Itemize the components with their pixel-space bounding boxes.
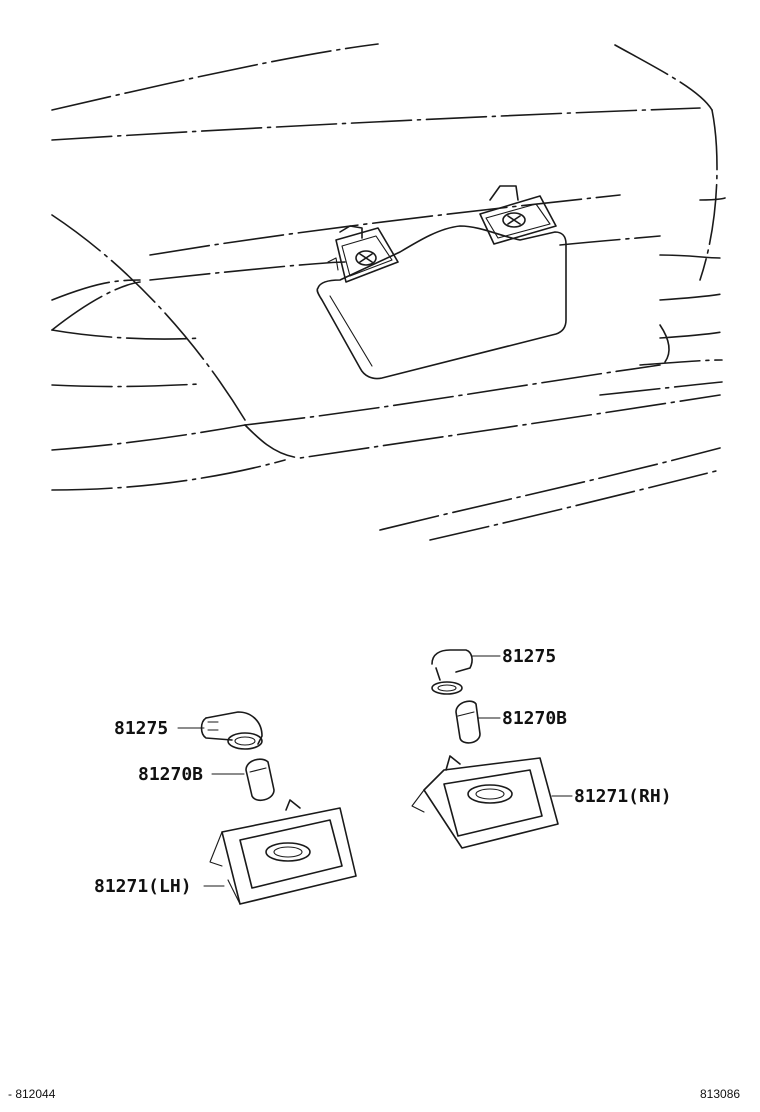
rh-lamp-housing[interactable] bbox=[411, 755, 559, 849]
label-81270b-lh: 81270B bbox=[138, 764, 203, 785]
footer-code-left: - 812044 bbox=[8, 1087, 56, 1101]
rh-lamp-assembly: 81275 81270B 81271(RH) bbox=[411, 646, 672, 849]
lh-lamp-assembly: 81275 81270B 81271(LH) bbox=[94, 711, 357, 905]
rh-socket[interactable] bbox=[431, 649, 473, 695]
car-rear-illustration bbox=[51, 43, 726, 541]
lh-socket[interactable] bbox=[200, 711, 263, 750]
label-81271-lh: 81271(LH) bbox=[94, 876, 192, 897]
lh-lamp-housing[interactable] bbox=[209, 799, 357, 905]
label-81271-rh: 81271(RH) bbox=[574, 786, 672, 807]
label-81275-rh: 81275 bbox=[502, 646, 556, 667]
footer-code-right: 813086 bbox=[700, 1087, 740, 1101]
rh-bulb[interactable] bbox=[455, 700, 481, 744]
lh-bulb[interactable] bbox=[245, 758, 275, 802]
installed-lamp-rh bbox=[479, 185, 557, 245]
label-81275-lh: 81275 bbox=[114, 718, 168, 739]
label-81270b-rh: 81270B bbox=[502, 708, 567, 729]
installed-lamp-lh bbox=[327, 225, 399, 283]
